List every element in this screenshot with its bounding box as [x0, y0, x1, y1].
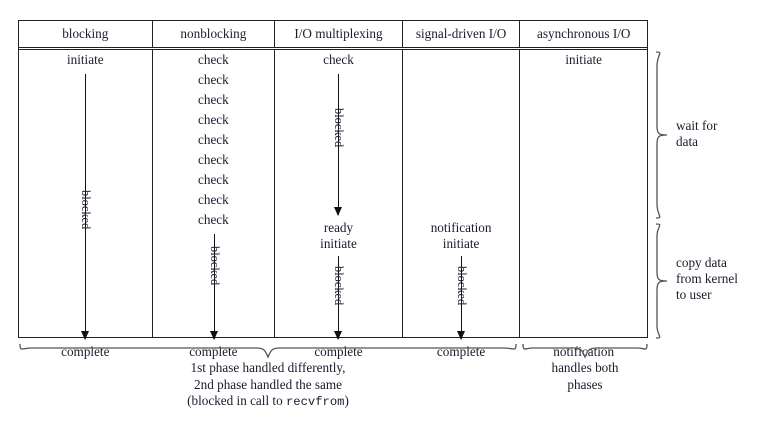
- nonblocking-check-4: check: [198, 112, 229, 127]
- multiplexing-arrow-phase2: [334, 256, 343, 340]
- column-header-io-multiplexing-label: I/O multiplexing: [294, 26, 383, 42]
- multiplexing-arrow-phase1: [334, 74, 343, 216]
- brace-copy-data: [652, 222, 674, 340]
- brace-copy-data-label: copy data from kernel to user: [676, 255, 738, 303]
- multiplexing-arrow-phase2-shaft: [338, 256, 340, 339]
- nonblocking-check-6: check: [198, 152, 229, 167]
- multiplexing-blocked-label-phase1: blocked: [332, 108, 347, 148]
- caption-phases-differ-line-3-prefix: (blocked in call to: [187, 393, 286, 408]
- nonblocking-check-9: check: [198, 212, 229, 227]
- column-io-multiplexing: check blocked ready initiate blocked com…: [275, 50, 403, 359]
- column-nonblocking: check check check check check check chec…: [153, 50, 276, 359]
- blocking-initiate-label: initiate: [66, 52, 104, 67]
- multiplexing-ready-label: ready: [323, 220, 354, 235]
- caption-handles-both: handles both phases: [521, 360, 649, 393]
- io-models-table: blocking nonblocking I/O multiplexing si…: [18, 20, 648, 359]
- caption-phases-differ: 1st phase handled differently, 2nd phase…: [18, 360, 518, 411]
- column-header-signal-driven-io: signal-driven I/O: [403, 21, 521, 47]
- brace-wait-for-data-label: wait for data: [676, 118, 717, 150]
- brace-handles-both: [521, 342, 649, 360]
- column-header-nonblocking: nonblocking: [153, 21, 276, 47]
- signal-arrow: [456, 256, 466, 340]
- nonblocking-arrow-head: [209, 331, 218, 340]
- blocking-arrow-shaft: [85, 74, 86, 339]
- multiplexing-blocked-label-phase2: blocked: [332, 266, 347, 306]
- brace-copy-data-line-1: copy data: [676, 255, 727, 270]
- table-header-row: blocking nonblocking I/O multiplexing si…: [19, 21, 647, 47]
- caption-recvfrom-code: recvfrom: [285, 395, 345, 409]
- signal-arrow-shaft: [460, 256, 462, 339]
- brace-copy-data-line-3: to user: [676, 287, 712, 302]
- column-header-nonblocking-label: nonblocking: [180, 26, 247, 42]
- multiplexing-initiate-label: initiate: [320, 236, 357, 251]
- nonblocking-blocked-label: blocked: [207, 246, 222, 286]
- brace-wait-for-data: [652, 50, 674, 220]
- nonblocking-check-7: check: [198, 172, 229, 187]
- brace-wait-for-data-line-2: data: [676, 134, 698, 149]
- nonblocking-check-1: check: [198, 52, 229, 67]
- column-header-io-multiplexing: I/O multiplexing: [275, 21, 403, 47]
- multiplexing-arrow-phase1-shaft: [338, 74, 340, 215]
- caption-phases-differ-line-2: 2nd phase handled the same: [194, 376, 342, 392]
- column-asynchronous-io: initiate notification: [520, 50, 647, 359]
- multiplexing-arrow-phase2-head: [334, 331, 343, 340]
- column-blocking: initiate blocked complete: [19, 50, 153, 359]
- multiplexing-arrow-phase1-head: [334, 207, 343, 216]
- column-header-asynchronous-io-label: asynchronous I/O: [537, 26, 631, 42]
- caption-handles-both-line-2: phases: [567, 376, 603, 392]
- blocking-blocked-label: blocked: [79, 190, 93, 230]
- table-body-row: initiate blocked complete check check ch…: [19, 50, 647, 359]
- caption-phases-differ-line-3: (blocked in call to recvfrom): [18, 393, 518, 411]
- column-signal-driven-io: notification initiate blocked complete: [403, 50, 521, 359]
- brace-wait-for-data-line-1: wait for: [676, 118, 718, 133]
- nonblocking-check-3: check: [198, 92, 229, 107]
- signal-blocked-label: blocked: [454, 266, 469, 306]
- header-double-rule: [19, 47, 647, 50]
- nonblocking-check-2: check: [198, 72, 229, 87]
- signal-initiate-label: initiate: [442, 236, 480, 251]
- brace-phases-differ: [18, 342, 518, 360]
- signal-arrow-head: [456, 331, 465, 340]
- signal-notification-label: notification: [430, 220, 492, 235]
- async-initiate-label: initiate: [565, 52, 603, 67]
- nonblocking-arrow-shaft: [213, 234, 215, 339]
- blocking-arrow: [81, 74, 90, 340]
- nonblocking-check-8: check: [198, 192, 229, 207]
- nonblocking-arrow: [209, 234, 219, 340]
- blocking-arrow-head: [81, 331, 89, 340]
- brace-copy-data-line-2: from kernel: [676, 271, 738, 286]
- caption-phases-differ-line-3-suffix: ): [344, 393, 349, 408]
- column-header-blocking-label: blocking: [62, 26, 109, 42]
- multiplexing-check-label: check: [323, 52, 354, 67]
- column-header-signal-driven-io-label: signal-driven I/O: [415, 26, 507, 42]
- caption-handles-both-line-1: handles both: [551, 360, 619, 375]
- column-header-asynchronous-io: asynchronous I/O: [520, 21, 647, 47]
- caption-phases-differ-line-1: 1st phase handled differently,: [190, 360, 346, 375]
- nonblocking-check-5: check: [198, 132, 229, 147]
- column-header-blocking: blocking: [19, 21, 153, 47]
